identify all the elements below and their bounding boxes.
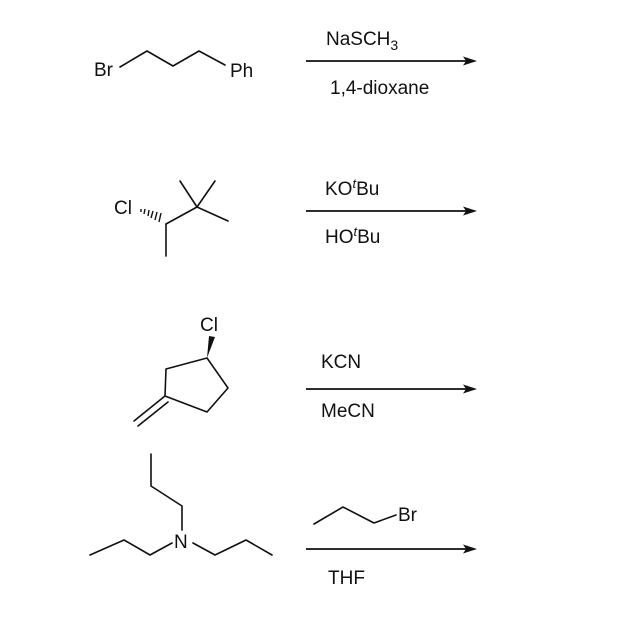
reagent-below-2: HOtBu: [325, 224, 380, 248]
substrate-chloro-dimethylbutane: Cl: [114, 180, 229, 257]
reaction-arrow-3: [306, 384, 477, 394]
c-c-bond: [165, 206, 198, 225]
arrowhead-icon: [463, 206, 477, 216]
propyl-arm-right: [192, 539, 273, 556]
substrate-chloro-methylenecyclopentane: Cl: [133, 315, 229, 427]
reagent-above-1: NaSCH3: [326, 29, 398, 53]
atom-n: N: [174, 532, 188, 553]
reagent-above-2: KOtBu: [325, 176, 379, 200]
exocyclic-double-bond-a: [133, 395, 166, 422]
solvent-below-3: MeCN: [321, 401, 375, 422]
atom-br: Br: [398, 505, 418, 526]
hashed-wedge-bond: [140, 208, 162, 223]
reaction-3: Cl KCN MeCN: [133, 315, 477, 427]
reaction-arrow-2: [306, 206, 477, 216]
exocyclic-double-bond-b: [137, 401, 169, 427]
propyl-arm-left: [89, 539, 173, 556]
reaction-1: Br Ph NaSCH3 1,4-dioxane: [94, 29, 477, 99]
solvent-below-1: 1,4-dioxane: [330, 78, 429, 99]
reagent-above-4-propyl-bromide: Br: [313, 505, 418, 526]
solid-wedge-bond: [207, 336, 215, 358]
cyclopentane-ring: [164, 357, 229, 413]
atom-cl: Cl: [200, 315, 218, 336]
tbu-methyl-bond: [196, 180, 216, 208]
propyl-chain-bonds: [313, 506, 397, 525]
reaction-4: N Br THF: [89, 453, 477, 589]
reaction-arrow-4: [306, 544, 477, 554]
reaction-arrow-1: [306, 56, 477, 66]
alkyl-chain-bonds: [119, 50, 226, 68]
atom-cl: Cl: [114, 198, 132, 219]
substrate-1-bromo-3-phenylpropane: Br Ph: [94, 50, 253, 82]
tbu-methyl-bond: [196, 206, 229, 222]
arrowhead-icon: [463, 544, 477, 554]
propyl-arm-up: [150, 453, 183, 531]
tbu-methyl-bond: [179, 180, 198, 208]
reagent-above-3: KCN: [321, 352, 361, 373]
arrowhead-icon: [463, 56, 477, 66]
reaction-2: Cl KOtBu HOtBu: [114, 176, 477, 257]
substrate-tripropylamine: N: [89, 453, 273, 556]
solvent-below-4: THF: [328, 568, 365, 589]
atom-ph: Ph: [230, 61, 253, 82]
arrowhead-icon: [463, 384, 477, 394]
atom-br: Br: [94, 60, 114, 81]
